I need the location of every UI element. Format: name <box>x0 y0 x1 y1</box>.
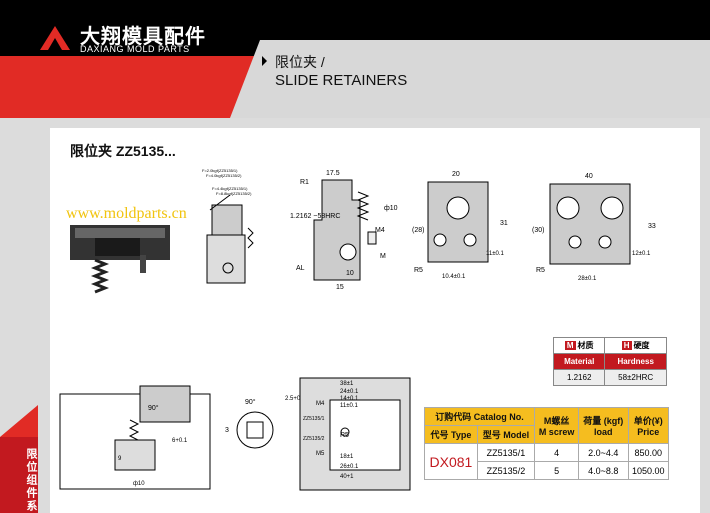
dim-28: (28) <box>412 227 424 234</box>
dim-26: 26±0.1 <box>340 464 359 470</box>
force-label-2: F=4.0kgf(ZZ5135/2) <box>206 173 242 178</box>
product-photo <box>70 225 170 294</box>
dim-6: 6+0.1 <box>172 438 188 444</box>
material-note-1: 1.2162 ~58HRC <box>290 213 340 220</box>
model-cell: ZZ5135/1 <box>476 443 536 462</box>
dim-3: 3 <box>225 427 229 434</box>
dim-90-b: 90° <box>245 398 256 406</box>
dim-24: 24±0.1 <box>340 389 359 395</box>
daxiang-logo-icon <box>40 26 70 50</box>
label-al: AL <box>296 265 305 272</box>
dim-m5: M5 <box>316 451 325 457</box>
dim-15: 15 <box>336 284 344 291</box>
plate-label-2: ZZ5135/2 <box>303 436 325 442</box>
dim-m4-b: M4 <box>316 401 325 407</box>
dim-m: M <box>380 253 386 260</box>
dim-90-a: 90° <box>148 404 159 412</box>
dim-38: 38±1 <box>340 381 354 387</box>
load-header: 荷量 (kgf)load <box>578 407 629 444</box>
dim-10: 10 <box>346 270 354 277</box>
force-label-4: F=8.8kgf(ZZ5135/2) <box>216 191 252 196</box>
dim-r1: R1 <box>300 179 309 186</box>
dim-r5-b: R5 <box>536 267 545 274</box>
part-title: 限位夹 ZZ5135... <box>70 143 176 159</box>
assembly-view <box>59 385 211 490</box>
brand-name-cn: 大翔模具配件 <box>80 26 206 48</box>
dim-40: 40 <box>585 173 593 180</box>
front-view-20 <box>427 181 489 263</box>
header-bar: 大翔模具配件 DAXIANG MOLD PARTS 限位夹 / SLIDE RE… <box>0 0 710 118</box>
dim-phi10: ф10 <box>384 205 398 212</box>
dim-r5-c: R5 <box>340 432 349 439</box>
front-view-40 <box>549 183 631 265</box>
dim-phi10-b: ф10 <box>133 481 145 487</box>
dim-11-b: 11±0.1 <box>340 403 359 409</box>
price-cell: 850.00 <box>627 443 670 462</box>
dim-31: 31 <box>500 220 508 227</box>
price-header: 单价(¥)Price <box>627 407 670 444</box>
page-title-en: SLIDE RETAINERS <box>275 72 408 89</box>
title-arrow-icon <box>262 56 267 66</box>
hardness-label: Hardness <box>604 353 667 370</box>
dim-20: 20 <box>452 171 460 178</box>
brand-name-en: DAXIANG MOLD PARTS <box>80 44 190 54</box>
dim-2-5: 2.5+0.1 <box>285 396 306 402</box>
hardness-value: 58±2HRC <box>604 369 667 386</box>
force-label-3: F=4.4kgf(ZZ5135/1) <box>212 186 248 191</box>
side-tab-label[interactable]: 限位组件系 <box>0 437 38 513</box>
dim-11: 11±0.1 <box>486 251 505 257</box>
catalog-header: 订购代码 Catalog No. <box>423 407 536 426</box>
screw-cell: 4 <box>534 443 580 462</box>
material-label: Material <box>552 353 606 370</box>
type-code: DX081 <box>424 443 478 480</box>
dim-9: 9 <box>118 456 122 462</box>
dim-17-5: 17.5 <box>326 170 340 177</box>
plate-view <box>299 377 411 491</box>
plate-label-1: ZZ5135/1 <box>303 416 325 422</box>
model-cell: ZZ5135/2 <box>476 461 536 480</box>
material-value: 1.2162 <box>552 369 606 386</box>
dim-40-b: 40+1 <box>340 474 354 480</box>
side-view-1 <box>206 194 254 284</box>
table-row: DX081 ZZ5135/1 4 2.0~4.4 850.00 <box>424 443 670 480</box>
detail-view <box>236 411 274 449</box>
website-watermark: www.moldparts.cn <box>66 205 187 222</box>
red-stripe <box>0 56 260 118</box>
load-cell: 2.0~4.4 <box>578 443 629 462</box>
dim-14: 14±0.1 <box>340 396 359 402</box>
dim-m4: M4 <box>375 227 385 234</box>
dim-28-b: 28±0.1 <box>578 276 597 282</box>
dim-30: (30) <box>532 227 544 234</box>
section-view <box>313 179 377 281</box>
title-band <box>230 40 710 118</box>
page-title-cn: 限位夹 / <box>275 54 325 70</box>
price-cell: 1050.00 <box>627 461 670 480</box>
dim-12: 12±0.1 <box>632 251 651 257</box>
force-label-1: F=2.0kgf(ZZ5135/1) <box>202 168 238 173</box>
dim-r5-a: R5 <box>414 267 423 274</box>
type-header: 代号 Type <box>424 425 478 444</box>
model-header: 型号 Model <box>476 425 536 444</box>
dim-33: 33 <box>648 223 656 230</box>
load-cell: 4.0~8.8 <box>578 461 629 480</box>
screw-cell: 5 <box>534 461 580 480</box>
dim-10-4: 10.4±0.1 <box>442 274 466 280</box>
dim-18: 18±1 <box>340 454 354 460</box>
table-row: ZZ5135/2 5 4.0~8.8 1050.00 <box>425 461 670 480</box>
